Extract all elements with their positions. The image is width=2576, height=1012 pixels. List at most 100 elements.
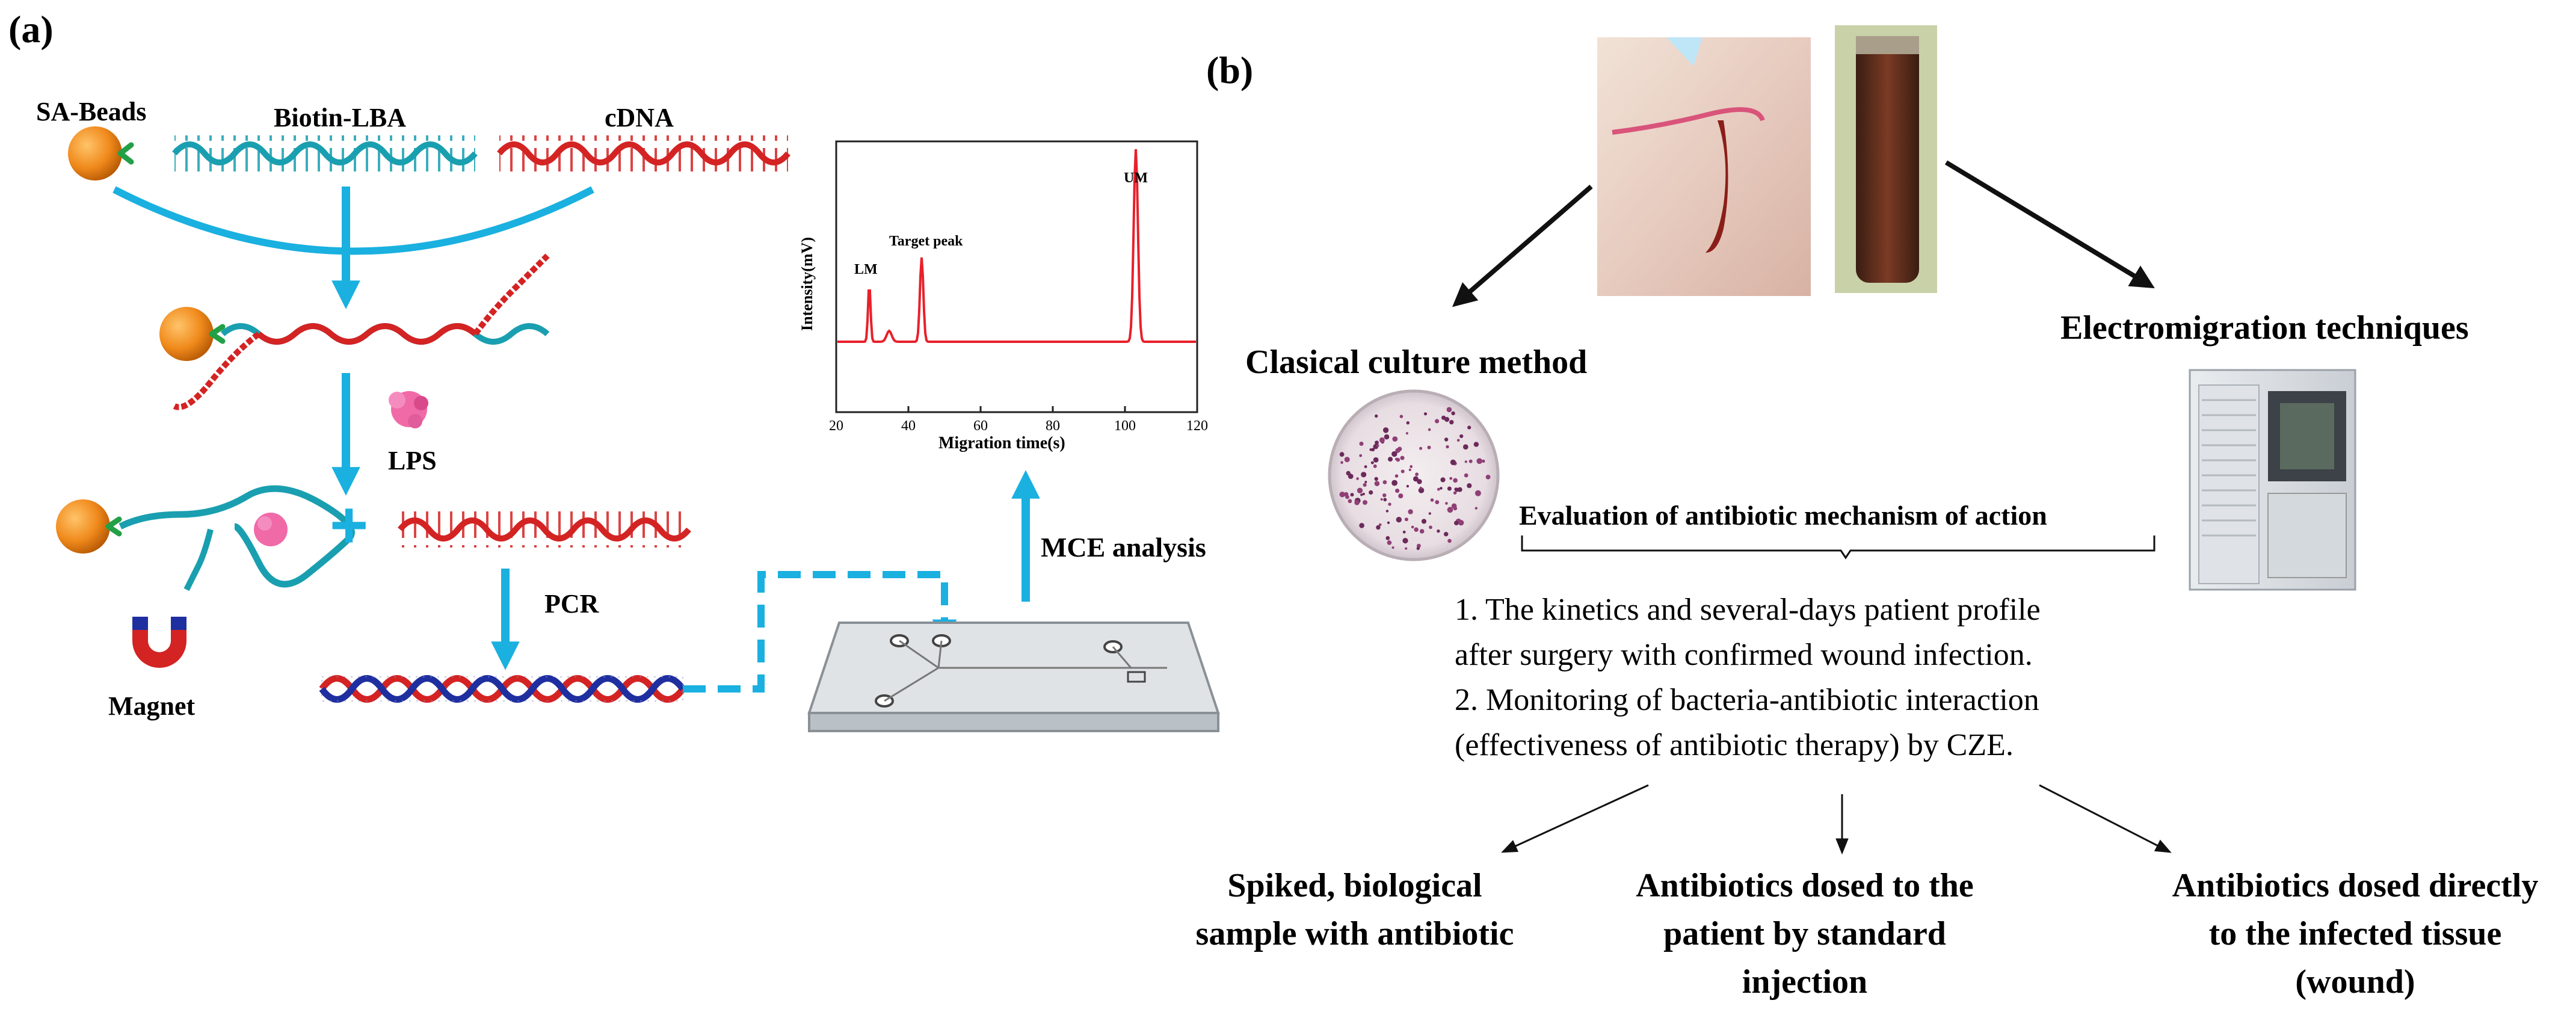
colony-dot [1382, 427, 1389, 433]
colony-dot [1369, 448, 1372, 451]
colony-dot [1435, 500, 1440, 504]
colony-dot [1419, 486, 1422, 490]
x-tick-label: 80 [1046, 418, 1060, 434]
mce-analysis-label: MCE analysis [1041, 532, 1206, 563]
outcome-3-line-2: to the infected tissue [2209, 915, 2502, 952]
colony-dot [1375, 440, 1379, 445]
ce-instrument-icon [2189, 369, 2356, 591]
colony-dot [1356, 477, 1359, 480]
colony-dot [1394, 457, 1398, 461]
lps-molecule-icon [389, 391, 428, 428]
colony-dot [1388, 502, 1391, 506]
colony-dot [1453, 478, 1458, 483]
colony-dot [1387, 521, 1390, 524]
released-cdna [398, 511, 691, 548]
colony-dot [1410, 465, 1413, 468]
dashed-connector [683, 571, 957, 693]
list-item-2a: 2. Monitoring of bacteria-antibiotic int… [1455, 683, 2039, 717]
colony-dot [1418, 487, 1425, 493]
colony-dot [1446, 407, 1452, 413]
colony-dot [1391, 546, 1394, 549]
colony-dot [1437, 487, 1440, 491]
biotin-lba-strand [172, 135, 478, 171]
colony-dot [1359, 523, 1364, 528]
colony-dot [1456, 439, 1460, 442]
colony-dot [1405, 547, 1408, 550]
colony-dot [1388, 457, 1393, 462]
list-item-1b: after surgery with confirmed wound infec… [1455, 638, 2033, 672]
colony-dot [1474, 490, 1481, 496]
colony-dot [1362, 492, 1365, 496]
microchip-icon [807, 622, 1220, 732]
colony-dot [1346, 471, 1351, 476]
colony-dot [1378, 523, 1382, 526]
colony-dot [1435, 419, 1440, 424]
ep-xlabel: Migration time(s) [938, 434, 1065, 452]
colony-dot [1406, 421, 1410, 425]
arrow-to-culture [1452, 184, 1593, 307]
outcome-2-line-1: Antibiotics dosed to the [1636, 867, 1974, 904]
colony-dot [1376, 444, 1379, 447]
colony-dot [1402, 530, 1406, 534]
colony-dot [1405, 432, 1408, 435]
magnet-icon [132, 617, 186, 668]
colony-dot [1451, 503, 1457, 509]
colony-dot [1384, 434, 1390, 440]
ep-peak-target: Target peak [889, 233, 963, 249]
colony-dot [1404, 517, 1408, 522]
sa-bead-icon [68, 126, 134, 180]
colony-dot [1459, 434, 1464, 439]
colony-dot [1444, 417, 1450, 422]
colony-dot [1360, 493, 1363, 496]
colony-dot [1339, 492, 1345, 498]
outcome-2-line-3: injection [1742, 963, 1867, 1001]
colony-dot [1373, 464, 1377, 468]
colony-dot [1413, 476, 1419, 482]
colony-dot [1400, 469, 1405, 474]
biotin-lba-label: Biotin-LBA [274, 103, 406, 132]
colony-dot [1383, 498, 1387, 502]
outcome-2-line-2: patient by standard [1663, 915, 1946, 952]
outcome-3-line-3: (wound) [2295, 963, 2415, 1001]
colony-dot [1415, 472, 1419, 477]
lps-label: LPS [388, 446, 437, 475]
outcome-3-line-1: Antibiotics dosed directly [2172, 867, 2539, 904]
colony-dot [1363, 483, 1367, 487]
colony-dot [1474, 507, 1478, 510]
colony-dot [1423, 412, 1428, 416]
cdna-strand [497, 135, 790, 171]
arrow-out-3 [2039, 784, 2172, 853]
ep-ylabel: Intensity(mV) [798, 237, 816, 331]
bead-folded-aptamer [56, 485, 355, 591]
ep-peak-um: UM [1124, 170, 1148, 186]
colony-dot [1454, 520, 1459, 526]
panel-b-label: (b) [1206, 49, 1253, 91]
colony-dot [1380, 498, 1383, 501]
colony-dot [1444, 532, 1449, 537]
merge-bracket [112, 186, 594, 255]
ep-peak-lm: LM [854, 262, 878, 277]
bacterial-colonies [1339, 407, 1491, 551]
colony-dot [1344, 457, 1350, 463]
colony-dot [1369, 490, 1373, 495]
colony-dot [1361, 472, 1367, 478]
colony-dot [1391, 480, 1398, 486]
colony-dot [1395, 448, 1400, 453]
colony-dot [1371, 448, 1375, 452]
colony-dot [1446, 445, 1449, 449]
arrow-to-electro [1944, 160, 2155, 289]
colony-dot [1402, 538, 1408, 544]
colony-dot [1406, 484, 1410, 488]
colony-dot [1399, 415, 1404, 418]
colony-dot [1421, 519, 1427, 524]
colony-dot [1385, 536, 1390, 540]
pcr-product-helix [319, 675, 686, 703]
colony-dot [1382, 493, 1387, 498]
colony-dot [1398, 493, 1404, 499]
colony-dot [1408, 468, 1411, 472]
colony-dot [1411, 525, 1414, 529]
colony-dot [1482, 459, 1485, 463]
colony-dot [1440, 487, 1443, 490]
